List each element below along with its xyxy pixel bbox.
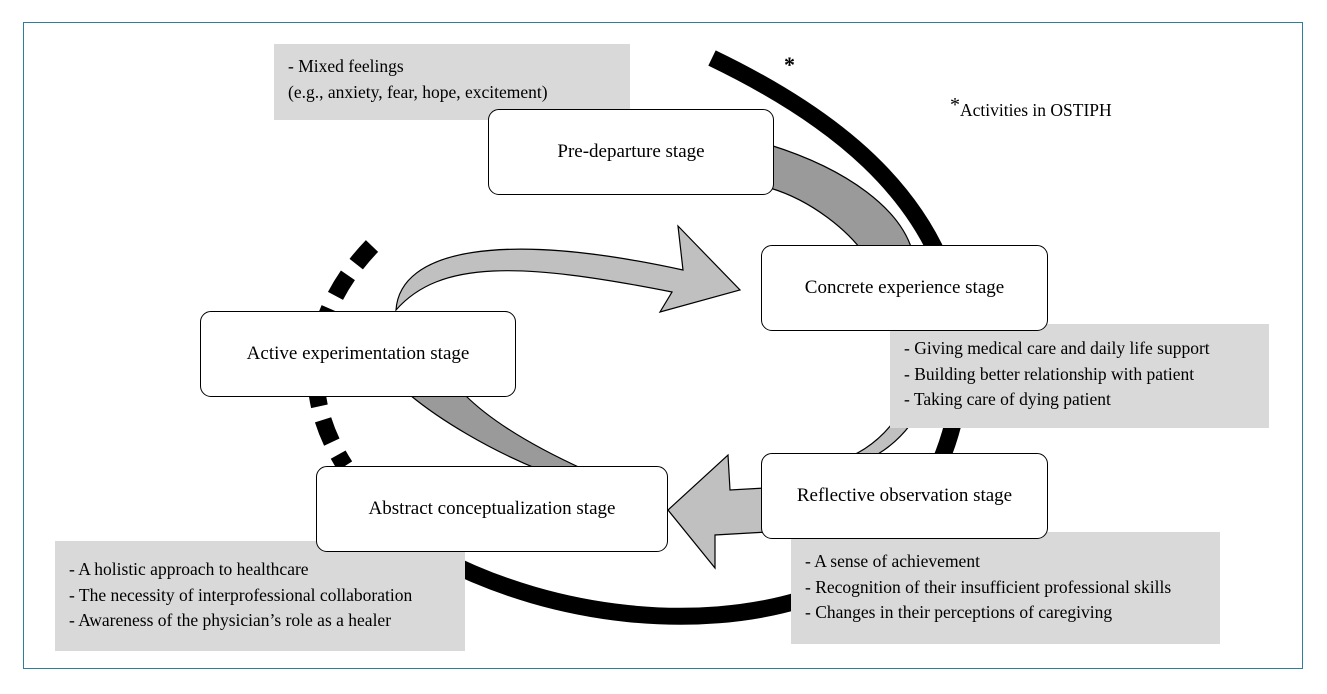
note-line: - Awareness of the physician’s role as a… [69,610,392,630]
note-pre-departure: - Mixed feelings (e.g., anxiety, fear, h… [274,44,630,120]
note-line: - Taking care of dying patient [904,389,1111,409]
activities-dashed-arc [307,240,379,471]
arrow-active-to-concrete [395,224,742,313]
arrow-reflective-to-abstract [667,453,769,570]
legend-text: Activities in OSTIPH [960,100,1112,120]
activities-marker: * [784,52,795,77]
note-line: - The necessity of interprofessional col… [69,584,413,605]
note-line: (e.g., anxiety, fear, hope, excitement) [288,81,548,102]
note-line: - Building better relationship with pati… [904,363,1195,384]
note-reflective-observation: - A sense of achievement - Recognition o… [791,532,1220,644]
note-line: - Mixed feelings [288,56,404,76]
note-abstract-conceptualization: - A holistic approach to healthcare - Th… [55,541,465,651]
note-line: - Recognition of their insufficient prof… [805,576,1172,597]
arrow-active-to-abstract [408,394,586,471]
legend-symbol: * [950,94,960,116]
stage-abstract-conceptualization: Abstract conceptualization stage [316,466,668,552]
stage-active-experimentation: Active experimentation stage [200,311,516,397]
note-line: - Giving medical care and daily life sup… [904,338,1210,358]
stage-concrete-experience: Concrete experience stage [761,245,1048,331]
figure-frame [23,22,1303,669]
stage-reflective-observation: Reflective observation stage [761,453,1048,539]
note-line: - A sense of achievement [805,551,980,571]
legend: *Activities in OSTIPH [950,94,1112,121]
stage-pre-departure: Pre-departure stage [488,109,774,195]
note-line: - Changes in their perceptions of caregi… [805,602,1113,622]
note-concrete-experience: - Giving medical care and daily life sup… [890,324,1269,428]
note-line: - A holistic approach to healthcare [69,559,309,579]
